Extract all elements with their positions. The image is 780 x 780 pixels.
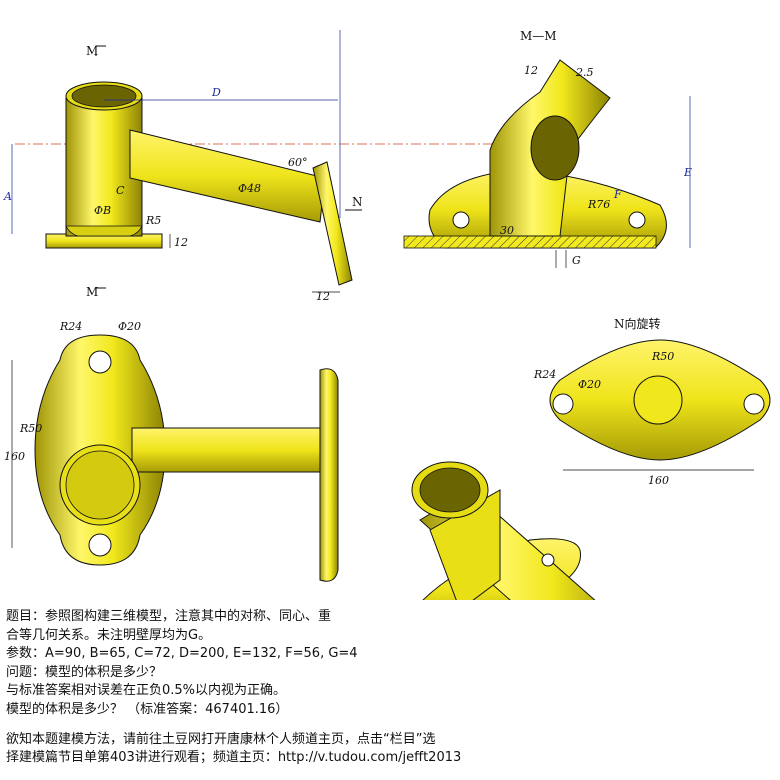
section-arrow (95, 45, 106, 56)
drawing-canvas: M M N D A ΦB C R5 12 Φ48 60° 12 M—M 12 2… (3, 29, 771, 600)
top-end-flange (319, 368, 339, 582)
dim-f: F (613, 188, 622, 201)
view-label-n: N (352, 195, 363, 209)
text-line-4: 问题：模型的体积是多少？ (6, 664, 163, 680)
section-arrow (95, 287, 106, 296)
vertical-tube (65, 97, 143, 237)
dim-h12: 12 (174, 236, 188, 249)
text-line-6: 模型的体积是多少？ （标准答案：467401.16） (6, 701, 289, 717)
dim-r76: R76 (587, 198, 610, 211)
hole (552, 393, 574, 415)
fillet (65, 225, 143, 237)
footer-line-1: 欲知本题建模方法，请前往土豆网打开唐康林个人频道主页，点击“栏目”选 (6, 732, 436, 747)
footer-text: 欲知本题建模方法，请前往土豆网打开唐康林个人频道主页，点击“栏目”选 择建模篇节… (6, 731, 461, 767)
dim-right-r50: R50 (651, 350, 674, 363)
isometric-view (411, 461, 596, 600)
hole (628, 211, 646, 229)
dim-left-r50: R50 (19, 422, 42, 435)
n-view: N向旋转 R24 Φ20 R50 160 (533, 316, 771, 487)
tube-inner (65, 450, 135, 520)
dim-t12: 12 (316, 290, 330, 303)
hole (88, 350, 112, 374)
dim-mm25: 2.5 (575, 66, 594, 79)
section-label-m-top: M (86, 44, 98, 58)
tube-bore (71, 84, 137, 108)
base-hatch (403, 235, 657, 249)
text-line-1: 题目：参照图构建三维模型，注意其中的对称、同心、重 (6, 609, 332, 624)
dim-right-160: 160 (648, 474, 669, 487)
section-title: M—M (520, 29, 557, 43)
hole (88, 533, 112, 557)
footer-line-2: 择建模篇节目单第403讲进行观看；频道主页：http://v.tudou.com… (6, 750, 462, 765)
text-line-2: 合等几何关系。未注明壁厚均为G。 (6, 627, 212, 643)
dim-g: G (572, 254, 581, 267)
dim-r5: R5 (145, 214, 161, 227)
n-view-title: N向旋转 (614, 316, 661, 331)
dim-left-d20: Φ20 (118, 320, 141, 333)
dim-b: ΦB (94, 204, 111, 217)
hole (452, 211, 470, 229)
dim-a: A (3, 190, 12, 203)
dim-e: E (683, 166, 692, 179)
text-line-5: 与标准答案相对误差在正负0.5%以内视为正确。 (6, 683, 287, 699)
dim-d48: Φ48 (238, 182, 261, 195)
inclined-tube (129, 129, 326, 223)
dim-right-r24: R24 (533, 368, 556, 381)
front-view: M M N D A ΦB C R5 12 Φ48 60° 12 (3, 30, 520, 303)
top-view: R24 Φ20 R50 160 (4, 320, 339, 582)
dim-60: 60° (288, 156, 308, 169)
dim-d: D (211, 86, 221, 99)
section-label-m-bottom: M (86, 285, 98, 299)
bore-hole (530, 115, 580, 181)
end-flange (312, 161, 353, 286)
iso-bore (419, 467, 481, 513)
dim-left-160: 160 (4, 450, 25, 463)
dim-30: 30 (500, 224, 514, 237)
text-line-3: 参数：A=90, B=65, C=72, D=200, E=132, F=56,… (6, 646, 358, 662)
hole (743, 393, 765, 415)
dim-c: C (116, 184, 125, 197)
dim-right-d20: Φ20 (578, 378, 601, 391)
hole (541, 553, 555, 567)
problem-text: 题目：参照图构建三维模型，注意其中的对称、同心、重 合等几何关系。未注明壁厚均为… (6, 608, 776, 720)
center-boss (633, 375, 683, 425)
dim-mm12: 12 (524, 64, 538, 77)
top-horizontal-tube (131, 427, 323, 473)
section-view: M—M 12 2.5 E F R76 30 G (403, 29, 692, 268)
dim-left-r24: R24 (59, 320, 82, 333)
